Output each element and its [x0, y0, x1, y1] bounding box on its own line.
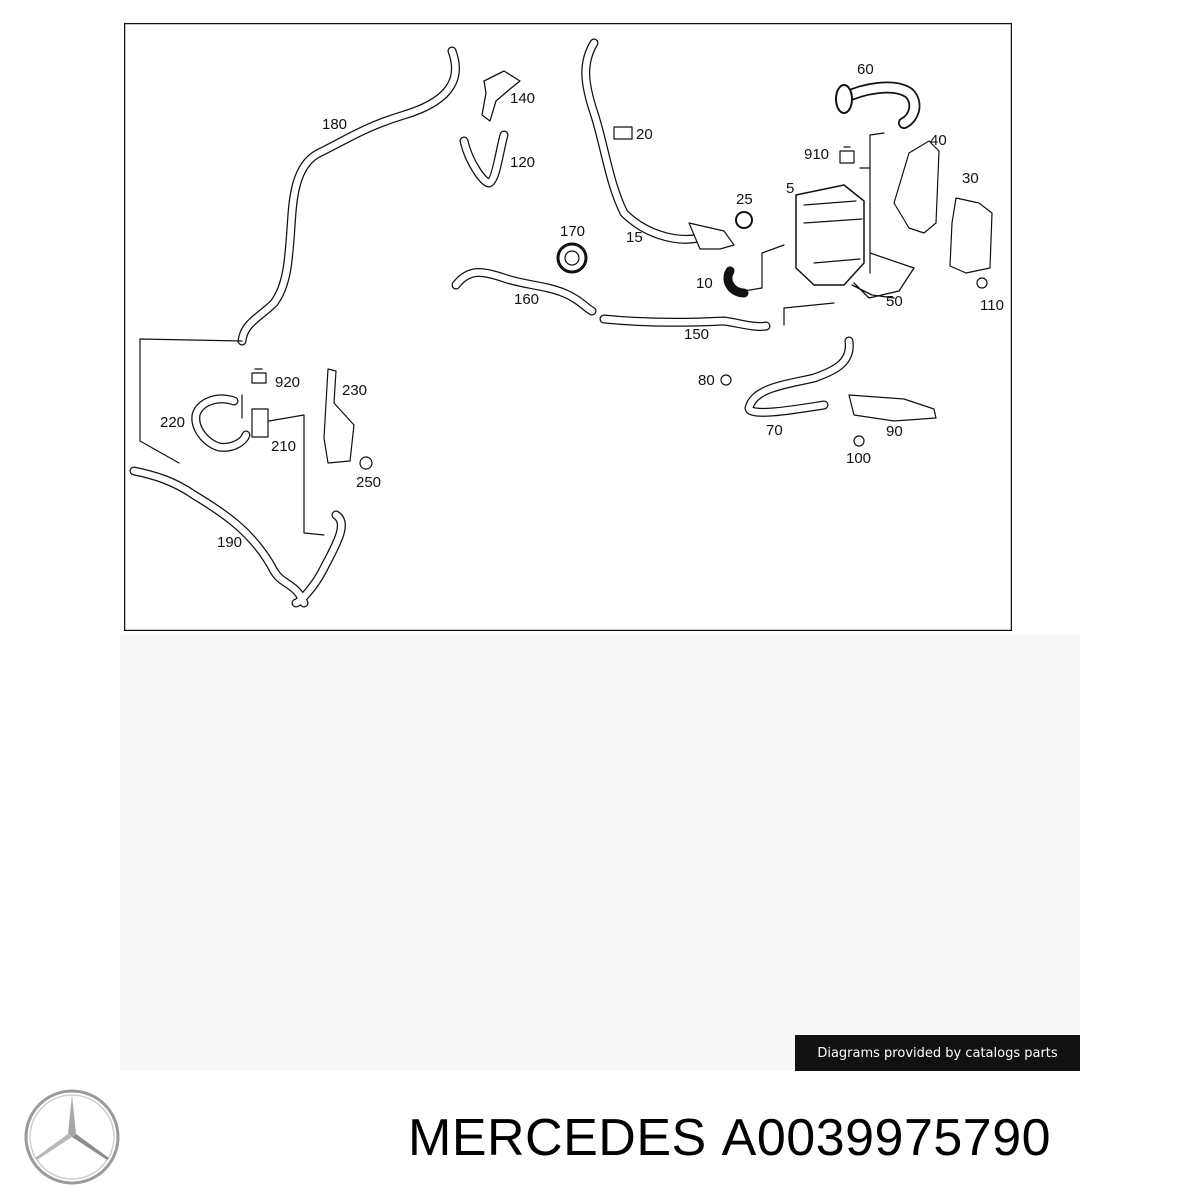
part-910 [839, 146, 855, 164]
part-920 [251, 368, 267, 384]
callout-label: 80 [698, 372, 715, 389]
callout-label: 5 [786, 180, 795, 197]
part-250 [359, 456, 373, 470]
callout-label: 150 [684, 326, 710, 343]
callout-label: 140 [510, 90, 536, 107]
part-230-bracket [323, 368, 355, 464]
callout-label: 230 [342, 382, 368, 399]
mercedes-star-icon [22, 1087, 122, 1187]
part-100 [853, 435, 865, 447]
part-140 [481, 70, 521, 122]
part-number: A0039975790 [721, 1109, 1052, 1167]
credit-banner: Diagrams provided by catalogs parts [795, 1035, 1080, 1071]
part-40-bracket [893, 140, 940, 234]
parts-diagram: 180 140 20 120 60 40 910 5 25 30 170 15 … [124, 23, 1012, 631]
part-title: MERCEDES A0039975790 [408, 1112, 1051, 1164]
callout-label: 70 [766, 422, 783, 439]
callout-label: 15 [626, 229, 643, 246]
callout-label: 160 [514, 291, 540, 308]
part-210-valve [251, 408, 269, 438]
callout-label: 220 [160, 414, 186, 431]
leader-lines [139, 132, 915, 536]
brand-name: MERCEDES [408, 1109, 707, 1167]
credit-text: Diagrams provided by catalogs parts [817, 1045, 1058, 1061]
part-5-heater [795, 184, 865, 286]
callout-label: 910 [804, 146, 830, 163]
callout-label: 250 [356, 474, 382, 491]
diagram-drawing [124, 23, 1012, 631]
callout-label: 30 [962, 170, 979, 187]
part-20 [613, 126, 633, 140]
callout-label: 10 [696, 275, 713, 292]
callout-label: 210 [271, 438, 297, 455]
part-90 [848, 394, 937, 422]
callout-label: 90 [886, 423, 903, 440]
part-170 [556, 242, 588, 274]
part-50-line [851, 267, 915, 299]
callout-label: 50 [886, 293, 903, 310]
callout-label: 120 [510, 154, 536, 171]
part-10 [723, 266, 749, 298]
part-110 [976, 277, 988, 289]
diagram-background [120, 635, 1080, 1070]
callout-label: 100 [846, 450, 872, 467]
callout-label: 60 [857, 61, 874, 78]
part-80 [720, 374, 732, 386]
callout-label: 110 [980, 297, 1004, 314]
callout-label: 25 [736, 191, 753, 208]
part-25 [735, 211, 753, 229]
callout-label: 40 [930, 132, 947, 149]
callout-label: 920 [275, 374, 301, 391]
callout-label: 20 [636, 126, 653, 143]
part-30-bracket [949, 197, 993, 274]
callout-label: 180 [322, 116, 348, 133]
callout-label: 170 [560, 223, 586, 240]
callout-label: 190 [217, 534, 243, 551]
